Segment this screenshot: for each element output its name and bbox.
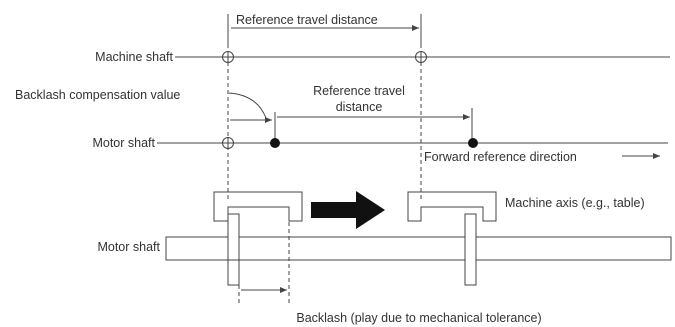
machine-shaft-label: Machine shaft: [95, 50, 173, 64]
motor-shaft-end-dot: [468, 138, 478, 148]
motor-shaft-top-label: Motor shaft: [92, 136, 155, 150]
movement-arrow: [311, 191, 385, 229]
motor-plate-left: [227, 213, 240, 286]
machine-axis-label: Machine axis (e.g., table): [505, 196, 645, 210]
ref-travel-top-label: Reference travel distance: [236, 13, 378, 27]
motor-plate-right: [464, 213, 477, 286]
ref-travel-mid-label-line1: Reference travel: [313, 84, 405, 98]
forward-direction-label: Forward reference direction: [424, 150, 577, 164]
motor-shaft-bar: [165, 236, 672, 261]
backlash-play-label: Backlash (play due to mechanical toleran…: [296, 311, 541, 325]
machine-axis-bracket-right: [407, 191, 497, 222]
motor-shaft-bottom-label: Motor shaft: [97, 240, 160, 254]
backlash-comp-leader: [228, 92, 267, 119]
machine-axis-bracket-left: [213, 191, 303, 222]
motor-shaft-compensated-dot: [270, 138, 280, 148]
backlash-comp-label: Backlash compensation value: [15, 88, 180, 102]
ref-travel-mid-label-line2: distance: [336, 100, 383, 114]
